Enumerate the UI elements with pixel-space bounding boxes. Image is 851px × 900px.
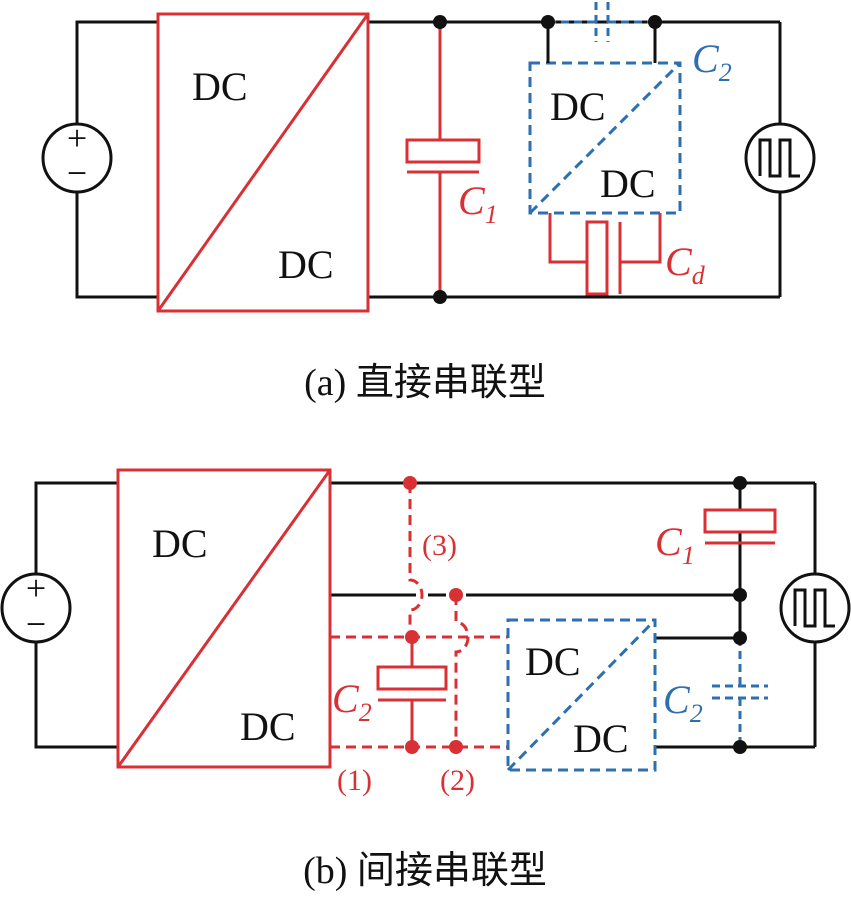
dc-source-a-minus: − [67, 153, 87, 193]
c2-label-a: C2 [692, 36, 732, 87]
main-converter-b-bottom-label: DC [240, 704, 296, 749]
series-converter-a-bottom-label: DC [600, 161, 656, 206]
main-converter-b: DC DC [116, 468, 332, 769]
c2-blue-label-b: C2 [663, 677, 703, 728]
diagram-b: + − DC DC C2 (3) (1) (2) [0, 468, 851, 892]
c1-label-a: C1 [458, 178, 498, 229]
series-converter-a-top-label: DC [550, 84, 606, 129]
caption-b: (b) 间接串联型 [303, 850, 547, 892]
series-converter-a-stubs [546, 22, 657, 63]
main-converter-a: DC DC [156, 12, 370, 313]
pulse-load-a [744, 122, 816, 194]
capacitor-c2-red-b [376, 637, 448, 747]
capacitor-c2-a [548, 2, 655, 42]
main-converter-b-diagonal [116, 469, 332, 768]
option-2-label: (2) [440, 764, 475, 797]
dc-source-b-plus: + [26, 568, 46, 608]
main-converter-b-top-label: DC [152, 521, 208, 566]
cd-label-a: Cd [665, 239, 706, 290]
capacitor-c2-blue-b [712, 638, 768, 747]
series-converter-b: DC DC [506, 618, 657, 772]
capacitor-cd-a [548, 213, 662, 296]
series-converter-a-diagonal [528, 61, 682, 215]
pulse-load-b [779, 572, 851, 644]
dc-source-b: + − [0, 568, 72, 644]
pulse-waveform-icon [758, 138, 800, 178]
dc-source-b-minus: − [26, 604, 46, 644]
diagram-b-black-nodes [733, 476, 747, 754]
dc-source-a: + − [41, 118, 113, 194]
dc-source-b-circle [0, 572, 72, 644]
series-converter-a: DC DC [528, 61, 682, 215]
dc-source-a-circle [41, 122, 113, 194]
option-3-label: (3) [422, 529, 457, 562]
capacitor-c1-a [405, 22, 481, 297]
pulse-waveform-icon [793, 588, 835, 628]
dc-source-a-plus: + [67, 118, 87, 158]
diagram-b-red-nodes [403, 476, 463, 754]
diagram-a: + − DC DC C1 DC DC [41, 2, 816, 404]
main-converter-a-bottom-label: DC [278, 242, 334, 287]
series-converter-b-diagonal [506, 618, 657, 772]
caption-a: (a) 直接串联型 [304, 362, 546, 404]
diagram-a-nodes [433, 15, 662, 304]
main-converter-a-diagonal [156, 13, 370, 312]
main-converter-a-top-label: DC [192, 64, 248, 109]
series-converter-b-bottom-label: DC [573, 716, 629, 761]
series-converter-b-top-label: DC [525, 639, 581, 684]
c1-label-b: C1 [655, 519, 695, 570]
capacitor-c1-b [703, 508, 777, 545]
option-1-label: (1) [337, 764, 372, 797]
c2-red-label-b: C2 [332, 676, 372, 727]
